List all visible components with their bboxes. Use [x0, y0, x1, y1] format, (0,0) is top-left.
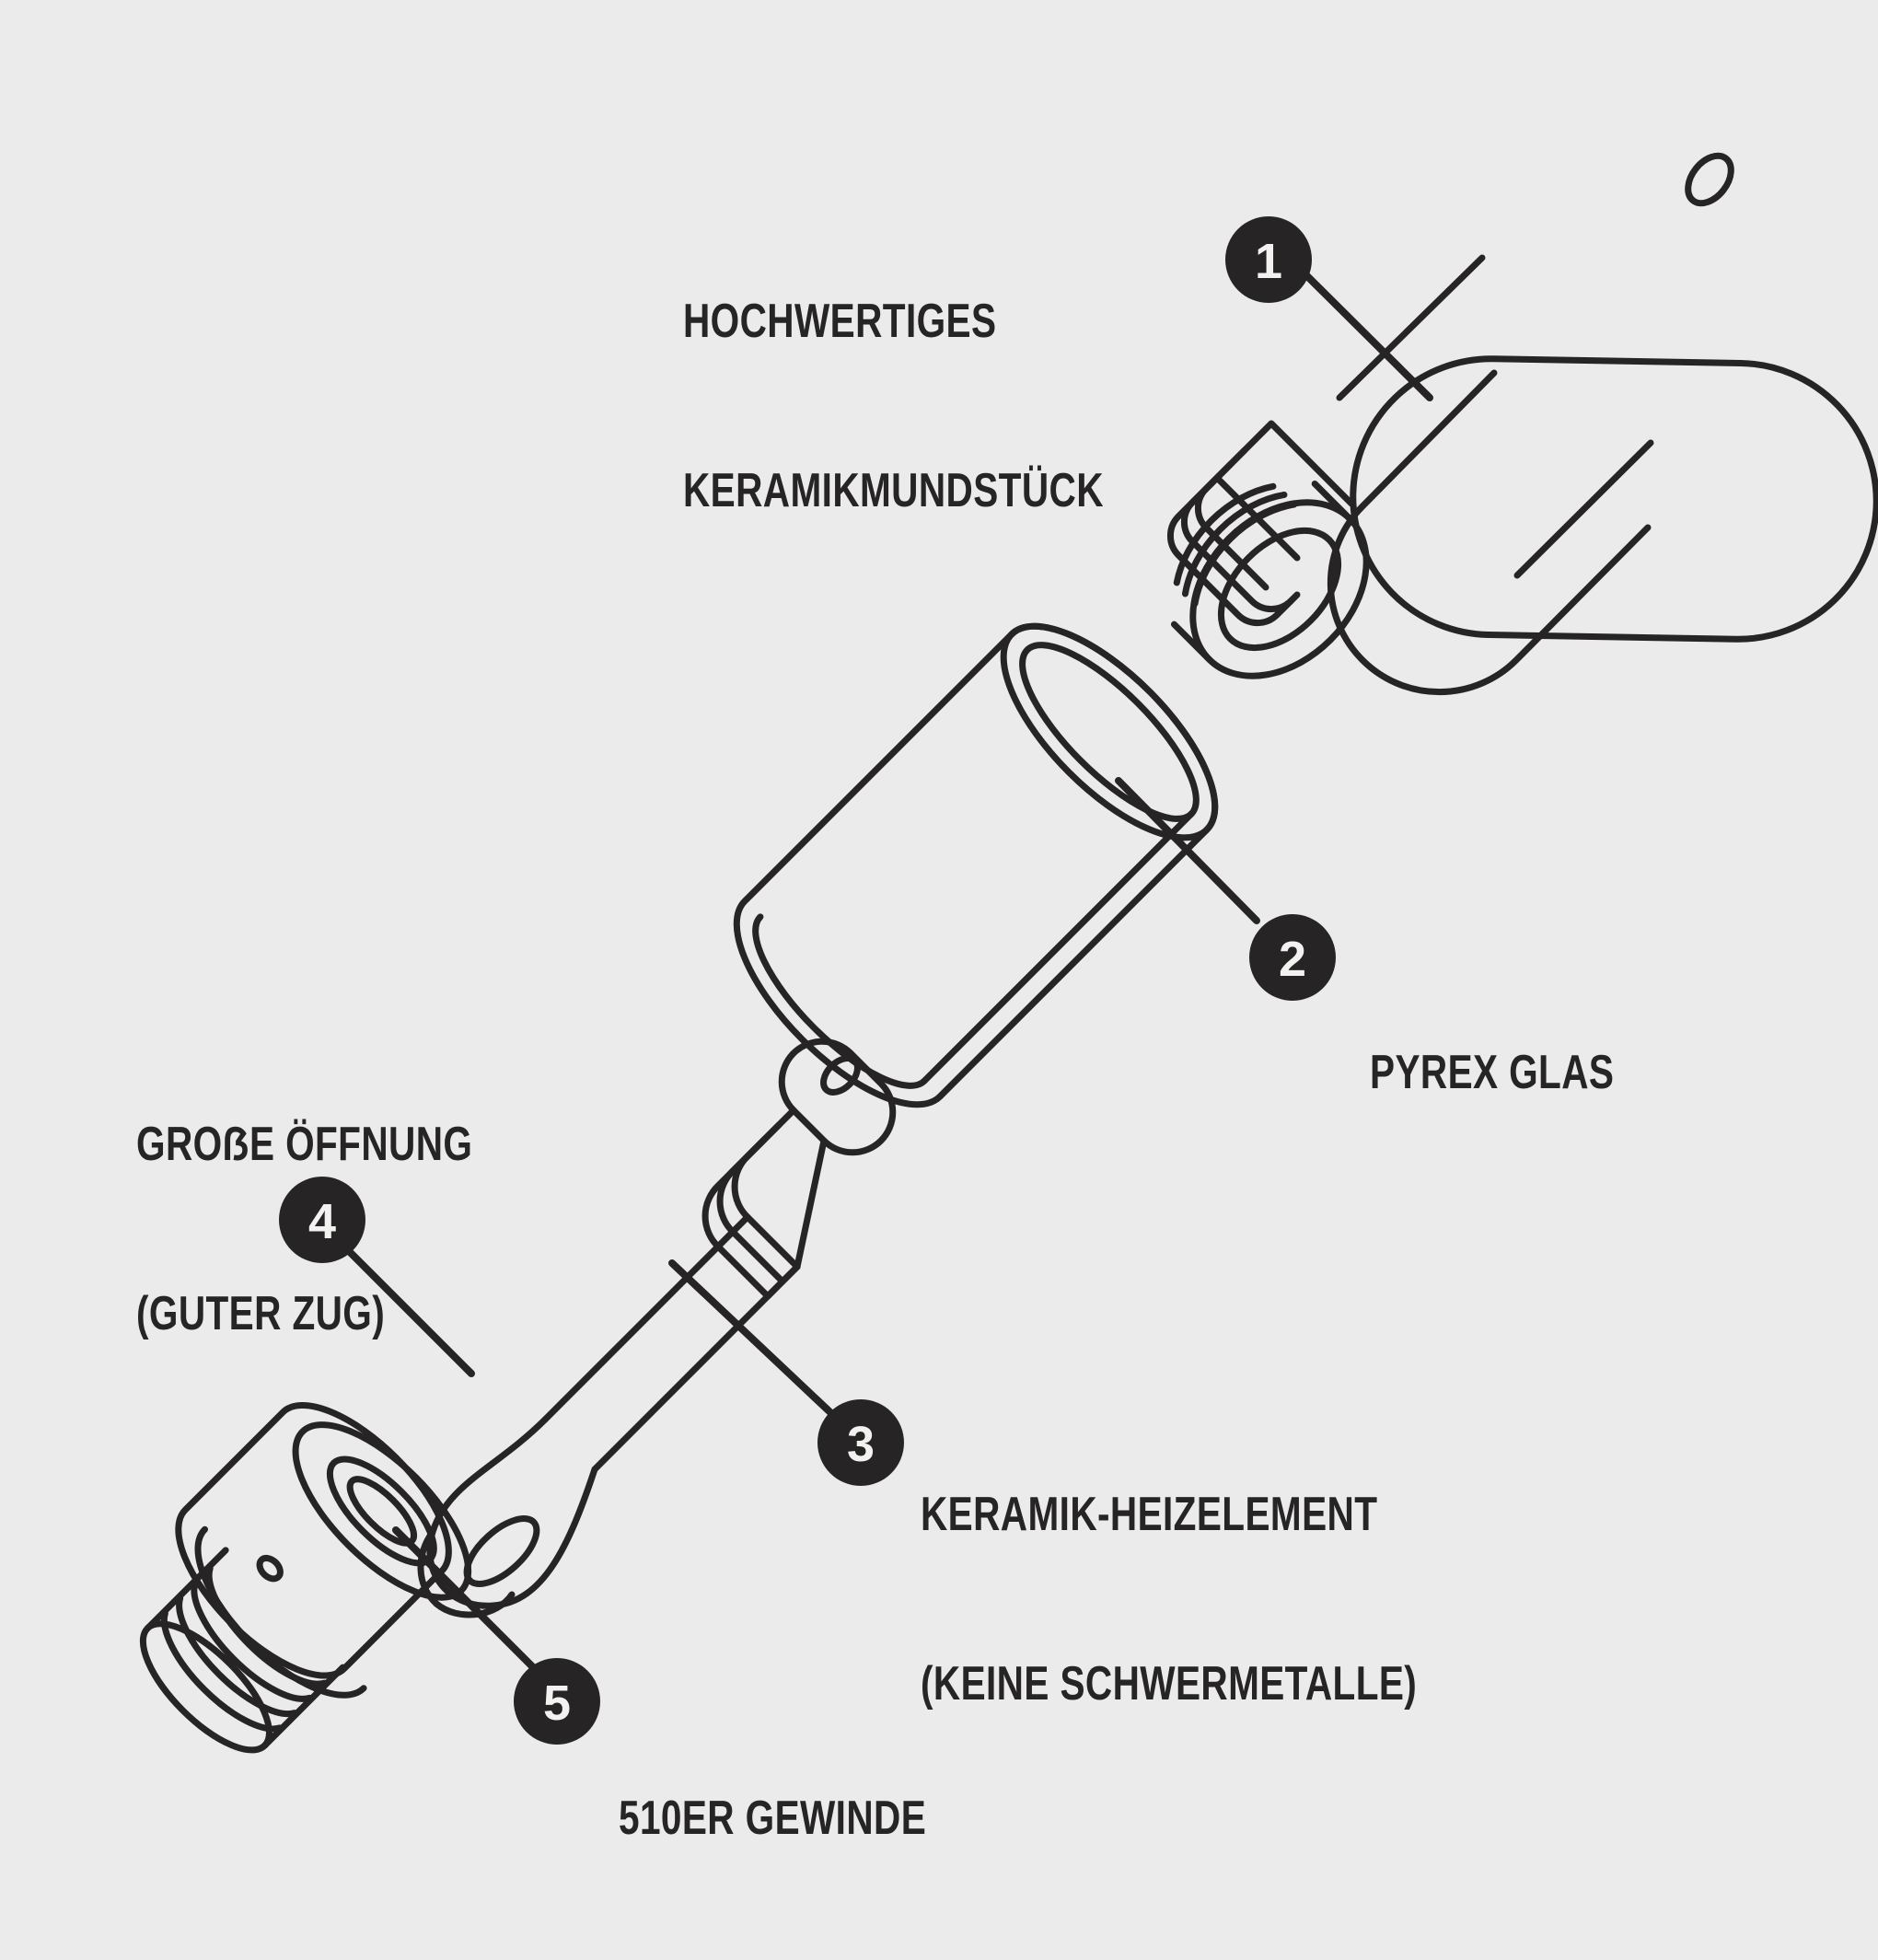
part-heating-element: [417, 1038, 897, 1618]
callout-label-1-line2: KERAMIKMUNDSTÜCK: [683, 463, 1104, 517]
badge-1[interactable]: 1: [1225, 216, 1312, 303]
callout-label-1: HOCHWERTIGES KERAMIKMUNDSTÜCK: [683, 180, 1104, 632]
badge-3[interactable]: 3: [817, 1399, 904, 1486]
callout-label-1-line1: HOCHWERTIGES: [683, 294, 997, 348]
callout-label-3: KERAMIK-HEIZELEMENT (KEINE SCHWERMETALLE…: [921, 1374, 1417, 1826]
leader-line-2: [1115, 777, 1260, 924]
badge-2[interactable]: 2: [1249, 914, 1336, 1001]
callout-label-4-line2: (GUTER ZUG): [136, 1286, 386, 1340]
badge-2-number: 2: [1279, 932, 1306, 987]
leader-line-1: [1294, 263, 1433, 401]
diagram-canvas: 1 2 3 4 5: [136, 152, 1878, 1845]
badge-5-number: 5: [543, 1676, 571, 1731]
exploded-view-illustration: 1 2 3 4 5: [139, 152, 1878, 1754]
badge-1-number: 1: [1255, 234, 1282, 289]
leader-line-4: [337, 1239, 475, 1377]
callout-label-2: PYREX GLAS: [1370, 932, 1614, 1214]
callout-label-5: 510ER GEWINDE: [619, 1677, 926, 1960]
callout-label-4-line1: GROẞE ÖFFNUNG: [136, 1117, 473, 1171]
badge-3-number: 3: [847, 1417, 875, 1472]
callout-label-2-line1: PYREX GLAS: [1370, 1045, 1615, 1099]
leader-lines: [337, 263, 1433, 1681]
callout-badges: 1 2 3 4 5: [279, 216, 1336, 1745]
badge-5[interactable]: 5: [514, 1658, 600, 1745]
mouthpiece-airhole: [1685, 152, 1734, 207]
part-pyrex-glass: [733, 622, 1219, 1108]
heating-element-tip-hole: [820, 1055, 861, 1096]
leader-line-3: [668, 1259, 837, 1419]
callout-label-4: GROẞE ÖFFNUNG (GUTER ZUG): [136, 1003, 472, 1456]
leader-line-5: [392, 1526, 547, 1681]
callout-label-3-line2: (KEINE SCHWERMETALLE): [921, 1656, 1418, 1711]
badge-4-number: 4: [308, 1194, 336, 1249]
callout-label-3-line1: KERAMIK-HEIZELEMENT: [921, 1487, 1378, 1541]
callout-label-5-line1: 510ER GEWINDE: [619, 1791, 927, 1845]
part-oring-gasket: [1170, 480, 1370, 679]
badge-4[interactable]: 4: [279, 1177, 365, 1263]
